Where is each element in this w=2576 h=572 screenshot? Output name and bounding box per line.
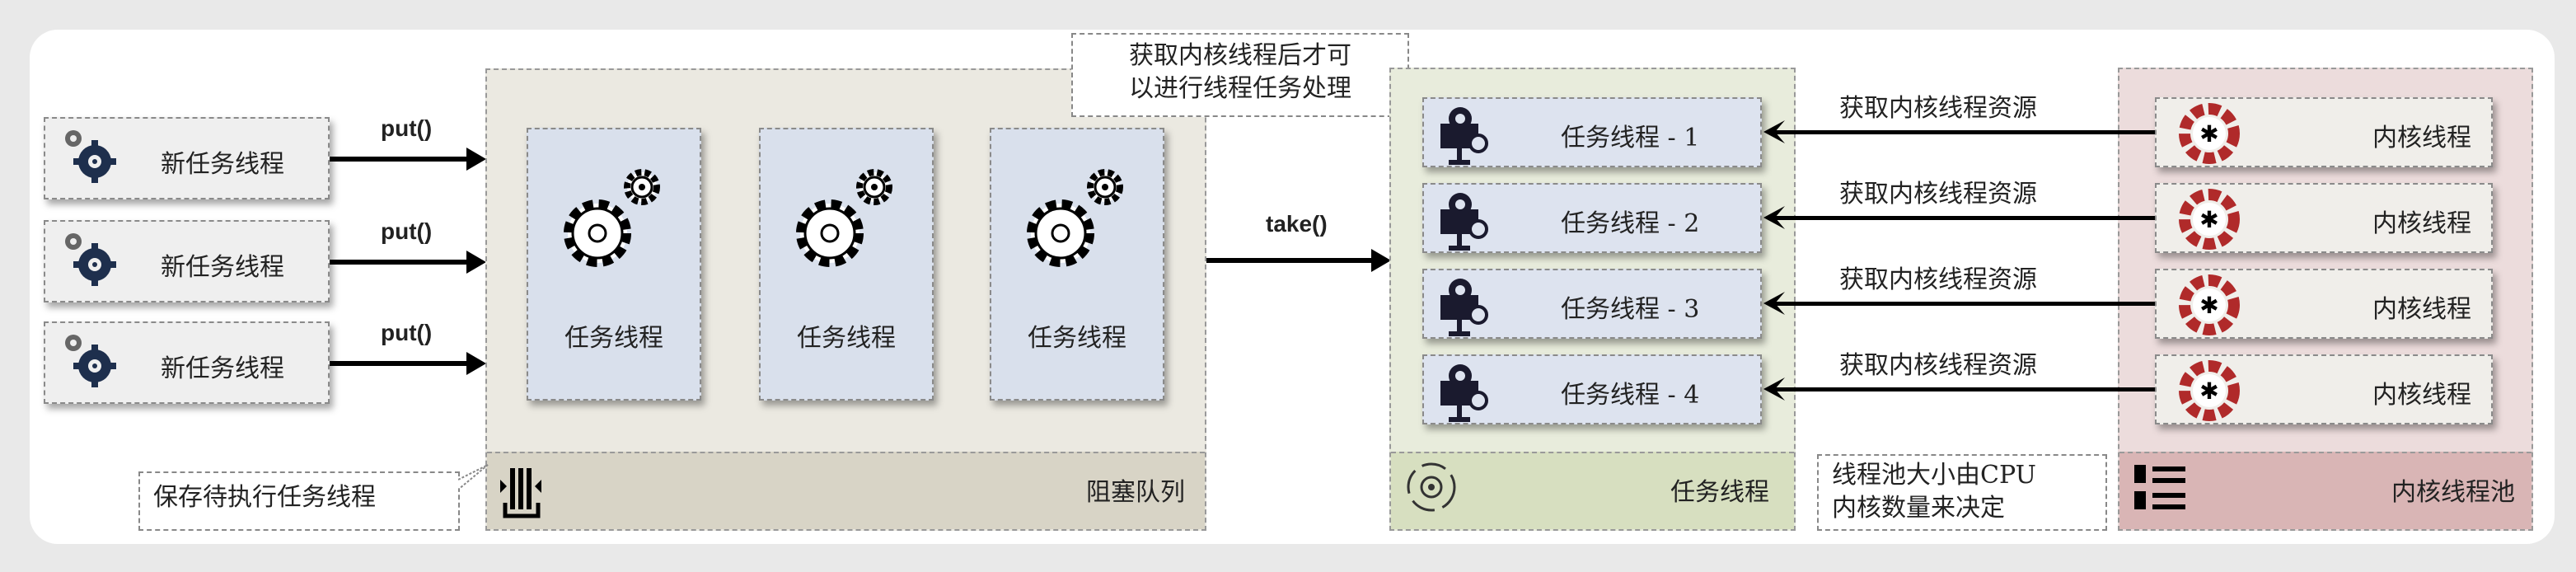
- task-thread-item: 任务线程 - 1: [1422, 97, 1762, 167]
- put-arrow: [330, 260, 470, 265]
- resource-arrow-segment: [2118, 216, 2155, 220]
- callout-pointer: [458, 464, 489, 490]
- gears-icon: [1019, 162, 1135, 281]
- new-task-label: 新任务线程: [161, 354, 284, 383]
- kernel-thread-item: ✱ 内核线程: [2155, 183, 2493, 253]
- kernel-thread-label: 内核线程: [2372, 209, 2471, 238]
- list-icon: [2134, 463, 2192, 516]
- resource-arrow: [1772, 387, 2118, 391]
- arrow-head: [1763, 292, 1785, 315]
- svg-text:✱: ✱: [2199, 292, 2218, 319]
- put-label: put(): [381, 320, 433, 345]
- put-label: put(): [381, 218, 433, 244]
- task-panel-title: 任务线程: [1670, 478, 1769, 507]
- arrow-head: [466, 148, 486, 171]
- take-arrow: [1206, 258, 1375, 263]
- kernel-thread-label: 内核线程: [2372, 381, 2471, 410]
- task-thread-label: 任务线程 - 2: [1561, 209, 1700, 238]
- arrow-head: [466, 352, 486, 375]
- arrow-head: [1763, 120, 1785, 143]
- queue-task-item: 任务线程: [990, 128, 1164, 401]
- svg-text:✱: ✱: [2199, 377, 2218, 405]
- arrow-head: [1763, 377, 1785, 401]
- monitor-gear-icon: [1439, 188, 1488, 257]
- queue-callout-text: 保存待执行任务线程: [153, 483, 376, 512]
- gear-icon: [62, 331, 119, 392]
- monitor-gear-icon: [1439, 359, 1488, 429]
- take-label: take(): [1266, 211, 1328, 237]
- monitor-gear-icon: [1439, 274, 1488, 343]
- queue-task-item: 任务线程: [759, 128, 934, 401]
- red-gear-icon: ✱: [2176, 186, 2242, 256]
- gear-icon: [62, 127, 119, 188]
- put-arrow: [330, 361, 470, 366]
- task-thread-item: 任务线程 - 3: [1422, 269, 1762, 339]
- top-callout-line2: 以进行线程任务处理: [1129, 74, 1351, 103]
- top-callout: 获取内核线程后才可 以进行线程任务处理: [1071, 33, 1409, 117]
- task-thread-item: 任务线程 - 4: [1422, 354, 1762, 424]
- queue-task-item: 任务线程: [527, 128, 701, 401]
- new-task-box: 新任务线程: [44, 117, 330, 199]
- resource-arrow-label: 获取内核线程资源: [1839, 265, 2037, 294]
- put-label: put(): [381, 115, 433, 141]
- queue-item-label: 任务线程: [564, 324, 663, 353]
- svg-text:✱: ✱: [2199, 120, 2218, 148]
- queue-item-label: 任务线程: [797, 324, 896, 353]
- task-thread-item: 任务线程 - 2: [1422, 183, 1762, 253]
- resource-arrow: [1772, 216, 2118, 220]
- task-thread-label: 任务线程 - 3: [1561, 295, 1700, 324]
- resource-arrow: [1772, 130, 2118, 134]
- arrow-head: [1763, 206, 1785, 229]
- gears-icon: [556, 162, 672, 281]
- top-callout-line1: 获取内核线程后才可: [1129, 41, 1351, 70]
- new-task-box: 新任务线程: [44, 220, 330, 302]
- task-thread-label: 任务线程 - 4: [1561, 381, 1700, 410]
- kernel-thread-item: ✱ 内核线程: [2155, 97, 2493, 167]
- kernel-thread-label: 内核线程: [2372, 124, 2471, 152]
- new-task-label: 新任务线程: [161, 150, 284, 179]
- resource-arrow: [1772, 302, 2118, 306]
- resource-arrow-label: 获取内核线程资源: [1839, 94, 2037, 123]
- resource-arrow-label: 获取内核线程资源: [1839, 351, 2037, 380]
- cpu-callout-line1: 线程池大小由CPU: [1832, 461, 2036, 490]
- kernel-thread-item: ✱ 内核线程: [2155, 354, 2493, 424]
- arrow-head: [466, 251, 486, 274]
- queue-item-label: 任务线程: [1028, 324, 1126, 353]
- task-thread-label: 任务线程 - 1: [1561, 124, 1700, 152]
- queue-title: 阻塞队列: [1086, 478, 1185, 507]
- gears-icon: [789, 162, 904, 281]
- red-gear-icon: ✱: [2176, 101, 2242, 170]
- gear-icon: [62, 230, 119, 291]
- red-gear-icon: ✱: [2176, 272, 2242, 341]
- cycle-gear-icon: [1403, 458, 1460, 519]
- resource-arrow-segment: [2118, 302, 2155, 306]
- svg-text:✱: ✱: [2199, 206, 2218, 233]
- kernel-thread-label: 内核线程: [2372, 295, 2471, 324]
- kernel-pool-title: 内核线程池: [2391, 478, 2515, 507]
- red-gear-icon: ✱: [2176, 358, 2242, 427]
- resource-arrow-segment: [2118, 387, 2155, 391]
- resource-arrow-label: 获取内核线程资源: [1839, 180, 2037, 209]
- put-arrow: [330, 157, 470, 162]
- arrow-head: [1371, 249, 1391, 272]
- queue-icon: [497, 463, 546, 521]
- kernel-thread-item: ✱ 内核线程: [2155, 269, 2493, 339]
- cpu-callout-line2: 内核数量来决定: [1832, 494, 2005, 523]
- monitor-gear-icon: [1439, 102, 1488, 171]
- cpu-callout: 线程池大小由CPU 内核数量来决定: [1817, 454, 2107, 531]
- new-task-box: 新任务线程: [44, 321, 330, 404]
- new-task-label: 新任务线程: [161, 253, 284, 282]
- queue-callout: 保存待执行任务线程: [138, 471, 460, 531]
- resource-arrow-segment: [2118, 130, 2155, 134]
